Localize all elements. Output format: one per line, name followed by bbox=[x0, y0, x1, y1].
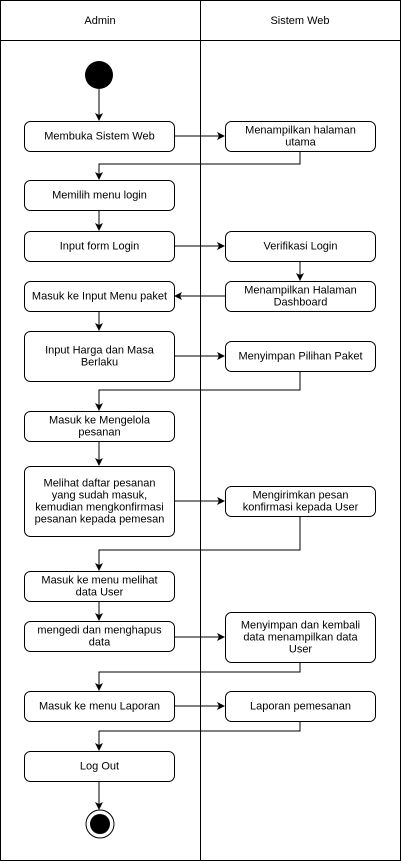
arrow-s1-to-n2 bbox=[95, 151, 301, 180]
action-node-s4: Menyimpan Pilihan Paket bbox=[225, 341, 376, 372]
action-label-n8-line-1: data User bbox=[76, 587, 124, 599]
action-label-s3-line-1: Dashboard bbox=[274, 297, 328, 309]
action-label-n10-line-0: Masuk ke menu Laporan bbox=[39, 701, 160, 713]
action-box-n8 bbox=[24, 571, 175, 602]
action-label-s7-line-0: Laporan pemesanan bbox=[250, 701, 351, 713]
action-node-n10: Masuk ke menu Laporan bbox=[24, 691, 175, 722]
action-label-s5-line-0: Mengirimkan pesan bbox=[253, 490, 349, 502]
action-box-n1 bbox=[24, 121, 175, 152]
action-box-n4 bbox=[24, 281, 175, 312]
action-label-n1-line-0: Membuka Sistem Web bbox=[44, 131, 154, 143]
action-box-n3 bbox=[24, 231, 175, 262]
action-box-s7 bbox=[225, 691, 376, 722]
arrow-s7-to-n11 bbox=[95, 721, 301, 751]
action-box-s5 bbox=[225, 486, 376, 517]
action-label-s6-line-1: data menampilkan data bbox=[243, 632, 358, 644]
action-label-n7-line-1: yang sudah masuk, bbox=[52, 490, 147, 502]
arrow-s6-to-n10 bbox=[95, 662, 301, 691]
action-label-n3-line-0: Input form Login bbox=[60, 241, 140, 253]
action-label-n5-line-0: Input Harga dan Masa bbox=[45, 345, 155, 357]
action-label-s4-line-0: Menyimpan Pilihan Paket bbox=[238, 351, 362, 363]
action-box-n5 bbox=[24, 331, 175, 382]
action-node-n1: Membuka Sistem Web bbox=[24, 121, 175, 152]
arrow-s4-to-n6 bbox=[95, 371, 301, 411]
action-label-s6-line-0: Menyimpan dan kembali bbox=[241, 620, 360, 632]
action-box-s4 bbox=[225, 341, 376, 372]
action-node-n3: Input form Login bbox=[24, 231, 175, 262]
action-label-n5-line-1: Berlaku bbox=[81, 357, 118, 369]
action-node-n4: Masuk ke Input Menu paket bbox=[24, 281, 175, 312]
action-label-s6-line-2: User bbox=[289, 644, 313, 656]
action-label-s3-line-0: Menampilkan Halaman bbox=[244, 285, 357, 297]
action-label-n7-line-0: Melihat daftar pesanan bbox=[44, 478, 156, 490]
action-box-s6 bbox=[225, 612, 376, 663]
action-box-n11 bbox=[24, 751, 175, 782]
end-node-core bbox=[90, 814, 110, 834]
action-label-n6-line-0: Masuk ke Mengelola bbox=[49, 415, 151, 427]
action-label-n11-line-0: Log Out bbox=[80, 761, 119, 773]
action-box-s1 bbox=[225, 121, 376, 152]
action-box-n7 bbox=[24, 466, 175, 537]
action-box-n10 bbox=[24, 691, 175, 722]
edges-layer bbox=[95, 89, 304, 810]
start-node bbox=[85, 61, 113, 89]
action-node-n11: Log Out bbox=[24, 751, 175, 782]
action-node-n2: Memilih menu login bbox=[24, 180, 175, 211]
action-label-s5-line-1: konfirmasi kepada User bbox=[243, 502, 359, 514]
action-box-n9 bbox=[24, 621, 175, 652]
action-box-n6 bbox=[24, 411, 175, 442]
action-box-n2 bbox=[24, 180, 175, 211]
action-node-s2: Verifikasi Login bbox=[225, 231, 376, 262]
action-label-n7-line-2: kemudian mengkonfirmasi bbox=[35, 502, 163, 514]
action-label-s1-line-1: utama bbox=[285, 137, 316, 149]
arrow-s5-to-n8 bbox=[95, 516, 301, 571]
action-box-s3 bbox=[225, 281, 376, 312]
action-label-n6-line-1: pesanan bbox=[78, 427, 120, 439]
action-label-s2-line-0: Verifikasi Login bbox=[264, 241, 338, 253]
action-label-n4-line-0: Masuk ke Input Menu paket bbox=[32, 291, 167, 303]
action-label-n2-line-0: Memilih menu login bbox=[52, 190, 147, 202]
action-label-n7-line-3: pesanan kepada pemesan bbox=[35, 514, 165, 526]
action-label-s1-line-0: Menampilkan halaman bbox=[245, 125, 356, 137]
action-label-n9-line-1: data bbox=[89, 637, 111, 649]
lane-header-sistem-web: Sistem Web bbox=[270, 15, 329, 27]
nodes-layer: Membuka Sistem Web Menampilkan halamanuta… bbox=[24, 61, 376, 839]
action-node-s7: Laporan pemesanan bbox=[225, 691, 376, 722]
action-box-s2 bbox=[225, 231, 376, 262]
action-label-n9-line-0: mengedi dan menghapus bbox=[37, 625, 162, 637]
end-node bbox=[85, 809, 115, 839]
lane-header-admin: Admin bbox=[84, 15, 115, 27]
action-label-n8-line-0: Masuk ke menu melihat bbox=[41, 575, 157, 587]
